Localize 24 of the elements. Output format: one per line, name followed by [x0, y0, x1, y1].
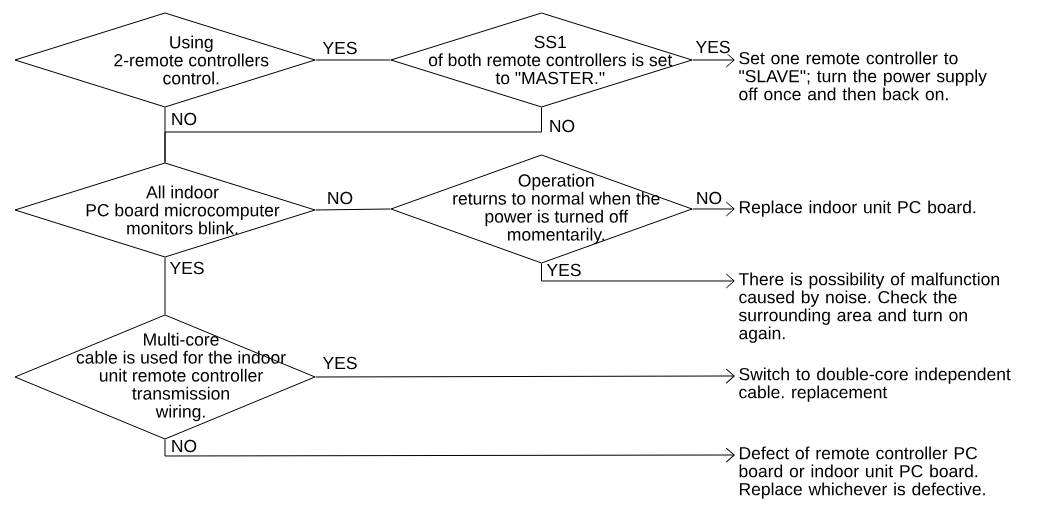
edge-label: NO: [169, 111, 199, 127]
result-text: Defect of remote controller PC board or indoor unit PC board. Replace whichever is defective.: [739, 446, 985, 499]
edge-label: NO: [694, 190, 724, 206]
edge-label: YES: [545, 262, 583, 278]
arrow: [541, 263, 735, 289]
result-text: Set one remote controller to "SLAVE"; turn the power supply off once and then back on.: [739, 51, 987, 101]
connector-line: [164, 257, 166, 315]
edge-label: NO: [547, 118, 577, 134]
connector-line: [315, 208, 391, 211]
arrow: [692, 201, 735, 217]
connector-line: [164, 107, 542, 163]
result-text: Switch to double-core independent cable. replacement: [739, 367, 1011, 402]
edge-label: YES: [321, 355, 359, 371]
edge-label: YES: [321, 40, 359, 56]
arrow: [164, 439, 735, 463]
result-text: There is possibility of malfunction caused by noise. Check the surrounding area and turn on again.: [738, 272, 999, 343]
edge-label: YES: [168, 260, 206, 276]
result-text: Replace indoor unit PC board.: [739, 200, 976, 217]
edge-label: NO: [169, 438, 199, 454]
arrow: [692, 52, 735, 68]
edge-label: YES: [694, 39, 732, 55]
connector-line: [315, 59, 391, 61]
arrow: [315, 368, 735, 384]
edge-label: NO: [325, 190, 355, 206]
